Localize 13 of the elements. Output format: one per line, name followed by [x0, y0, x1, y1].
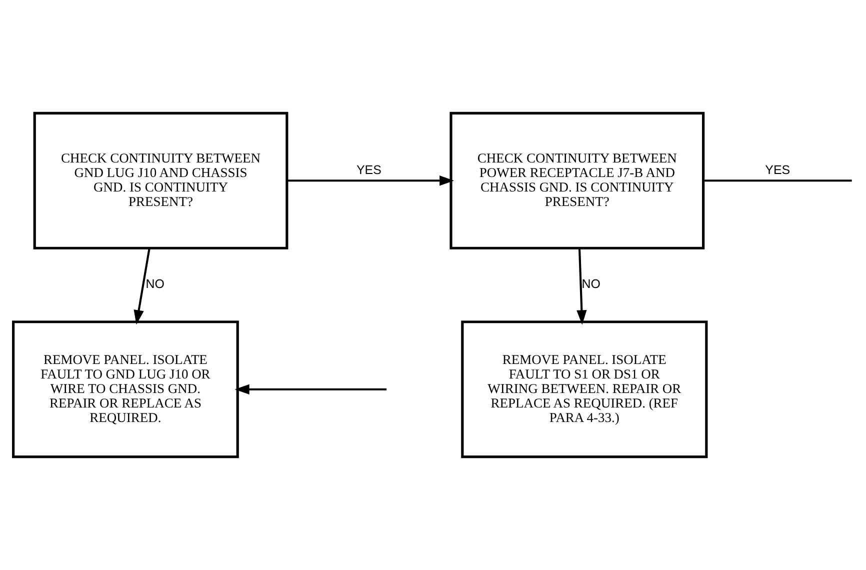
edge-label: YES [765, 163, 790, 177]
connector [703, 180, 852, 182]
node-box: REMOVE PANEL. ISOLATE FAULT TO GND LUG J10 OR WIRE TO CHASSIS GND. REPAIR OR REPLACE AS REQUIRED. [12, 320, 239, 458]
node-box: CHECK CONTINUITY BETWEEN GND LUG J10 AND CHASSIS GND. IS CONTINUITY PRESENT? [33, 112, 288, 250]
node-box: CHECK CONTINUITY BETWEEN POWER RECEPTACLE J7-B AND CHASSIS GND. IS CONTINUITY PRESENT? [450, 112, 705, 250]
edge-label: NO [146, 277, 164, 292]
arrow [134, 248, 150, 325]
arrow [234, 384, 387, 394]
node-box: REMOVE PANEL. ISOLATE FAULT TO S1 OR DS1 OR WIRING BETWEEN. REPAIR OR REPLACE AS REQUIRED. (REF PARA 4-33.) [461, 320, 708, 458]
edge-label: NO [582, 277, 601, 292]
arrow [576, 248, 587, 325]
edge-label: YES [356, 163, 382, 177]
arrow [287, 176, 454, 186]
